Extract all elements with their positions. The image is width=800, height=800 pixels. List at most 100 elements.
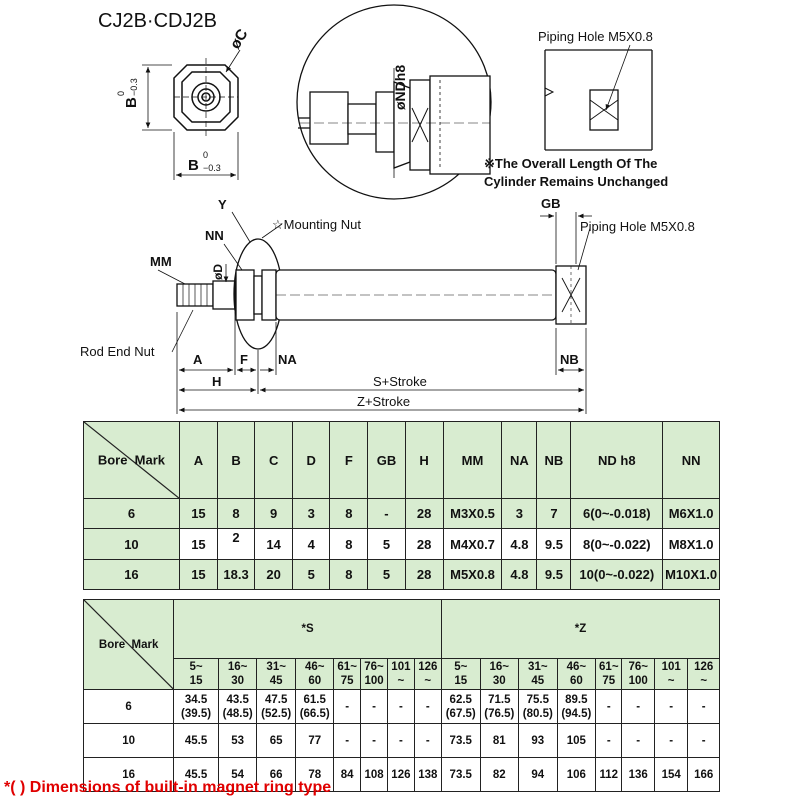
z-value-cell-line: 82 (492, 768, 506, 781)
s-value-cell-line: - (425, 734, 430, 747)
s-value-cell-line: 77 (308, 734, 322, 747)
s-value-cell: - (333, 689, 361, 724)
z-value-cell-line: 166 (694, 768, 714, 781)
stroke-range-s-line: 61~ (337, 661, 357, 673)
z-value-cell-line: 93 (531, 734, 545, 747)
s-value-cell-line: 53 (231, 734, 245, 747)
stroke-range-s-line: 100 (364, 675, 384, 687)
table1-cell: 6(0~-0.018) (570, 498, 664, 529)
table1-cell: M10X1.0 (662, 559, 720, 590)
table2-corner-mark: Mark (131, 638, 159, 651)
stroke-range-s-line: 31~ (266, 661, 286, 673)
table1-cell-value: 2 (232, 530, 240, 545)
stroke-range-s-line: ~ (397, 675, 405, 687)
s-value-cell: 47.5(52.5) (256, 689, 296, 724)
z-value-cell-line: 89.5 (565, 693, 588, 706)
z-value-cell: - (595, 689, 623, 724)
footnote: *( ) Dimensions of built-in magnet ring … (4, 779, 332, 796)
z-value-cell-line: (67.5) (445, 707, 476, 720)
stroke-range-z-line: 61~ (599, 661, 619, 673)
stroke-range-z-line: 60 (569, 675, 583, 687)
stroke-range-z-line: 5~ (454, 661, 468, 673)
label-f: F (240, 352, 248, 367)
label-od: øD (211, 264, 225, 280)
stroke-range-s: 126~ (413, 658, 442, 690)
table2-header-row: Bore Mark *S *Z (82, 599, 721, 690)
s-value-cell-line: 108 (364, 768, 384, 781)
table1-cell: 20 (254, 559, 294, 590)
z-value-cell-line: - (701, 700, 706, 713)
table1-cell: 2 (216, 528, 256, 560)
dimension-table: Bore Mark A B C D F GB H MM NA NB ND h8 … (83, 421, 720, 590)
s-value-cell: 78 (294, 757, 335, 792)
stroke-range-z-line: 16~ (489, 661, 510, 673)
z-value-cell-line: 62.5 (449, 693, 472, 706)
z-value-cell-line: - (606, 734, 611, 747)
stroke-range-s-line: 15 (189, 675, 203, 687)
z-value-cell: - (653, 723, 689, 758)
stroke-range-z-line: 126 (694, 661, 714, 673)
z-value-cell: 106 (556, 757, 597, 792)
table1-cell: 8(0~-0.022) (570, 528, 664, 560)
table1-cell: 9.5 (536, 528, 572, 560)
label-s-stroke: S+Stroke (373, 374, 427, 389)
label-y: Y (218, 197, 227, 212)
z-value-cell: 105 (556, 723, 597, 758)
table1-header: NN (662, 421, 720, 499)
tol-upper-horizontal: 0 (203, 150, 208, 160)
stroke-range-z-line: 30 (492, 675, 506, 687)
stroke-range-s: 31~45 (256, 658, 296, 690)
table1-cell: M8X1.0 (662, 528, 720, 560)
s-value-cell: 84 (333, 757, 361, 792)
table1-bore-cell: 16 (83, 559, 180, 590)
stroke-range-s-line: 76~ (364, 661, 384, 673)
table1-header: A (178, 421, 218, 499)
stroke-range-s-line: 5~ (189, 661, 203, 673)
stroke-range-z-line: ~ (667, 675, 675, 687)
table2-corner-cell: Bore Mark (82, 599, 175, 690)
z-value-cell-line: - (606, 700, 611, 713)
s-value-cell: 53 (217, 723, 258, 758)
z-value-cell: 89.5(94.5) (556, 689, 597, 724)
table1-cell: 3 (501, 498, 538, 529)
z-value-cell: - (595, 723, 623, 758)
stroke-range-z-line: 45 (531, 675, 545, 687)
s-value-cell: - (413, 689, 442, 724)
label-h: H (212, 374, 221, 389)
table1-cell: 9 (254, 498, 294, 529)
s-value-cell: 126 (387, 757, 415, 792)
main-side-view (157, 211, 592, 414)
z-value-cell: 154 (653, 757, 689, 792)
table2-bore-cell: 10 (82, 723, 175, 758)
table1-row: 10 15 2 14 4 8 5 28 M4X0.7 4.8 9.5 8(0~-… (83, 528, 720, 560)
stroke-range-s-line: 46~ (304, 661, 325, 673)
table1-cell: 10(0~-0.022) (570, 559, 664, 590)
stroke-range-s-line: 101 (391, 661, 411, 673)
z-value-cell-line: 81 (492, 734, 506, 747)
stroke-range-z-line: 101 (661, 661, 681, 673)
stroke-range-s-line: 126 (418, 661, 438, 673)
table1-cell: 4 (292, 528, 331, 560)
s-value-cell-line: - (345, 700, 350, 713)
label-piping-hole-side: Piping Hole M5X0.8 (580, 219, 695, 234)
table1-cell: 5 (367, 559, 406, 590)
label-nb: NB (560, 352, 579, 367)
table1-cell: 4.8 (501, 559, 538, 590)
s-value-cell-line: 45.5 (184, 768, 208, 781)
z-value-cell: 71.5(76.5) (479, 689, 520, 724)
stroke-range-s-line: 30 (231, 675, 245, 687)
s-value-cell-line: 45.5 (184, 734, 208, 747)
stroke-range-z: 46~60 (556, 658, 597, 690)
table2-bore-cell: 16 (82, 757, 175, 792)
label-nn: NN (205, 228, 224, 243)
z-value-cell-line: 75.5 (526, 693, 549, 706)
table2-corner-bore: Bore (98, 638, 126, 651)
s-value-cell: 45.5 (173, 723, 219, 758)
stroke-range-z: 31~45 (518, 658, 558, 690)
s-value-cell: 77 (294, 723, 335, 758)
s-value-cell-line: 47.5 (264, 693, 288, 706)
dim-nd-label: øNDh8 (392, 65, 408, 110)
detail-view (296, 4, 492, 200)
